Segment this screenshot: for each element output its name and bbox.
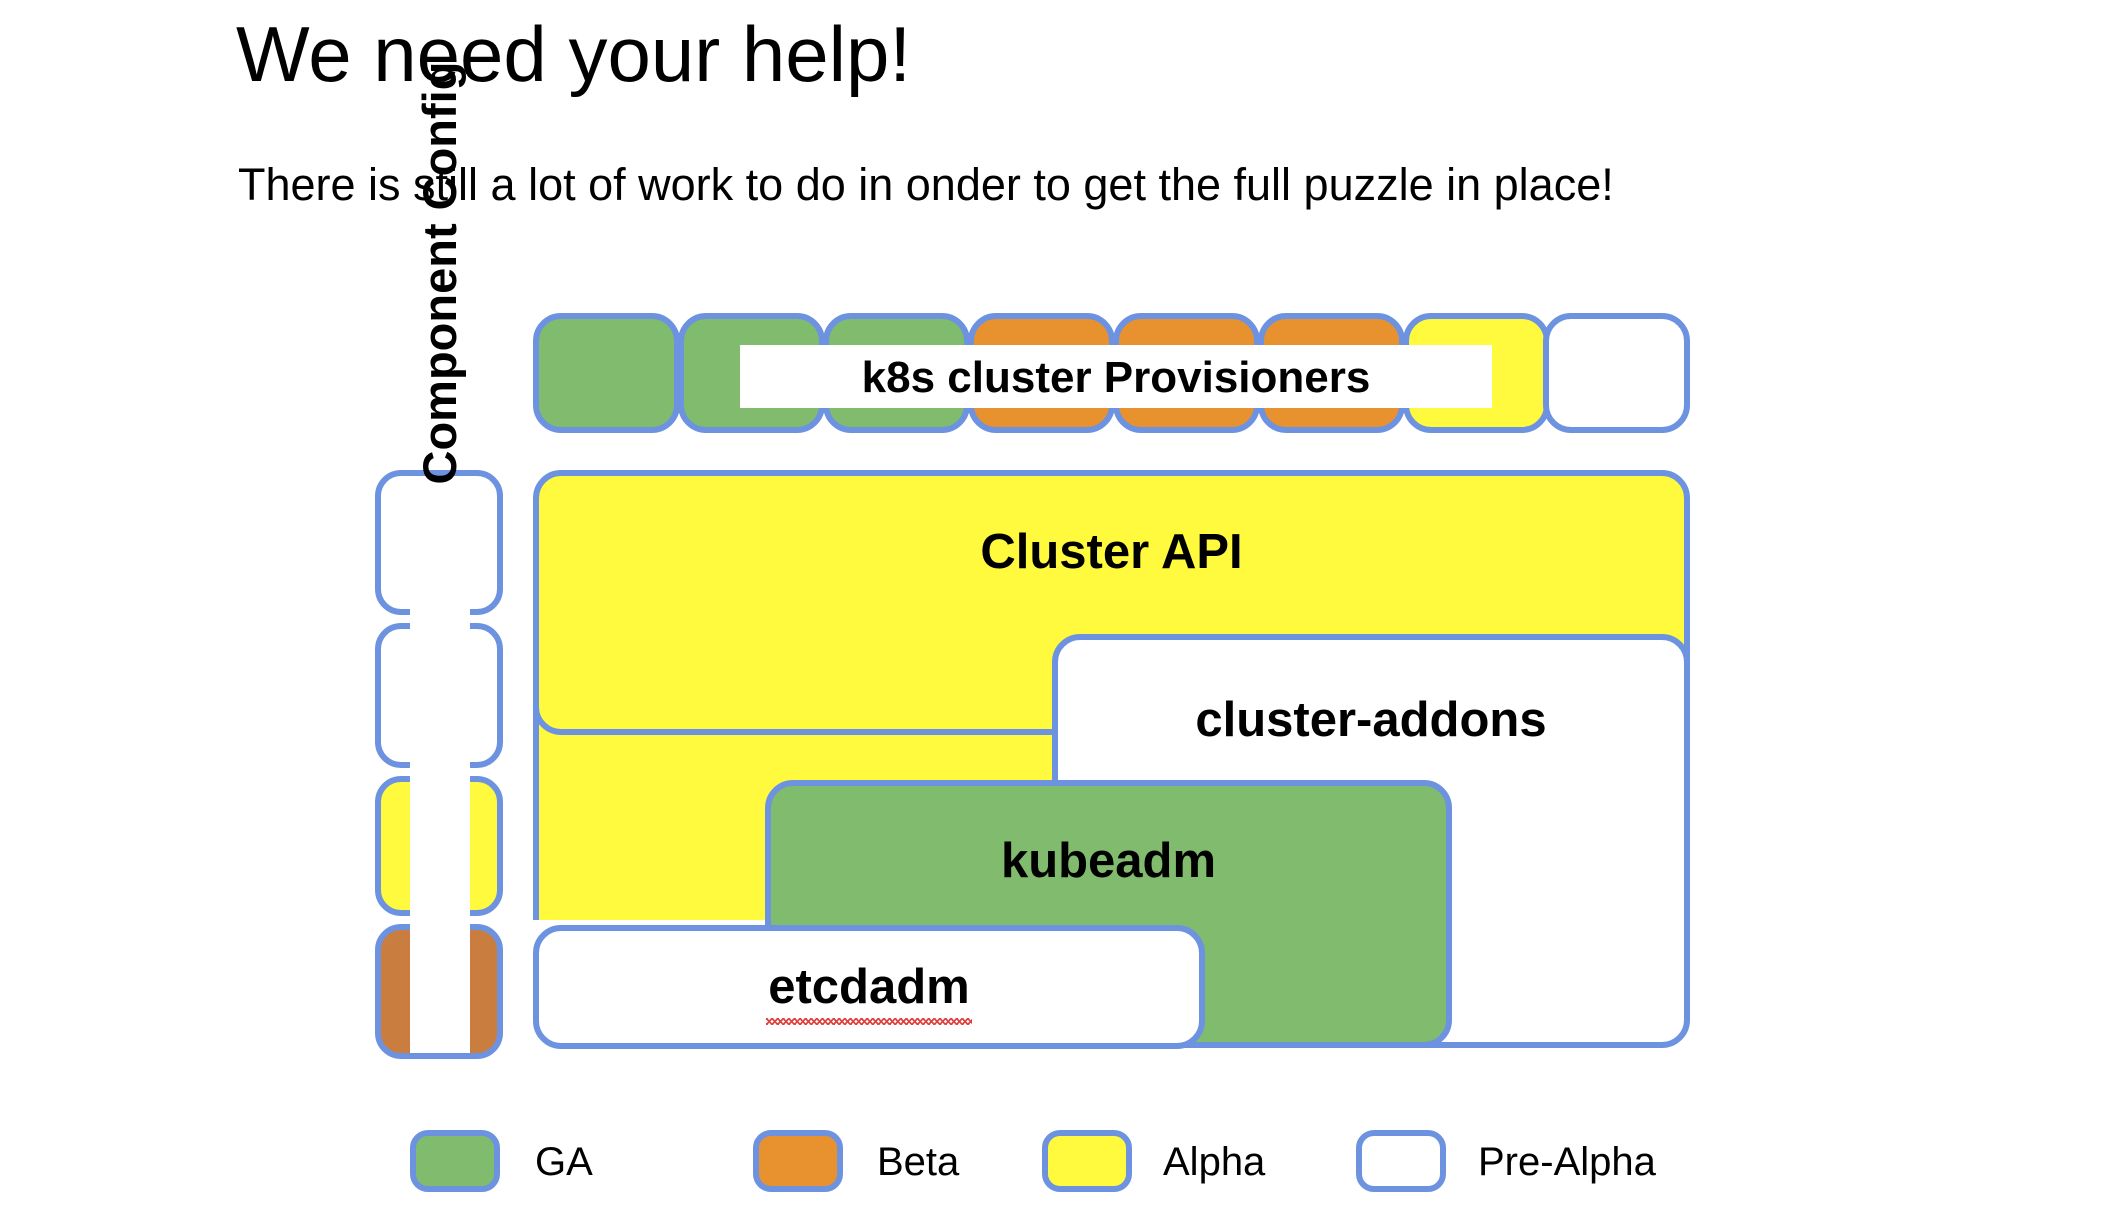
kubeadm-label: kubeadm	[1000, 834, 1217, 888]
etcdadm-box: etcdadm	[533, 925, 1205, 1049]
provisioners-banner: k8s cluster Provisioners	[740, 345, 1492, 408]
legend-swatch-ga	[410, 1130, 500, 1192]
cluster-addons-label: cluster-addons	[1195, 693, 1547, 747]
legend-label-alpha: Alpha	[1163, 1140, 1266, 1184]
legend-swatch-alpha	[1042, 1130, 1132, 1192]
page-subtitle: There is still a lot of work to do in on…	[238, 159, 1614, 210]
etcdadm-label-text: etcdadm	[766, 960, 972, 1025]
etcdadm-label: etcdadm	[539, 959, 1199, 1025]
component-config-label: Component Config	[413, 61, 466, 485]
legend-label-prealpha: Pre-Alpha	[1478, 1140, 1656, 1184]
legend-label-beta: Beta	[877, 1140, 960, 1184]
legend-label-ga: GA	[535, 1140, 593, 1184]
component-config-label-band: Component Config	[410, 62, 470, 1053]
page-title: We need your help!	[236, 10, 911, 98]
provisioner-box-1	[533, 313, 680, 433]
provisioners-banner-label: k8s cluster Provisioners	[861, 353, 1371, 402]
legend-swatch-beta	[753, 1130, 843, 1192]
provisioner-box-8	[1543, 313, 1690, 433]
legend-swatch-prealpha	[1356, 1130, 1446, 1192]
cluster-api-label: Cluster API	[980, 525, 1243, 579]
